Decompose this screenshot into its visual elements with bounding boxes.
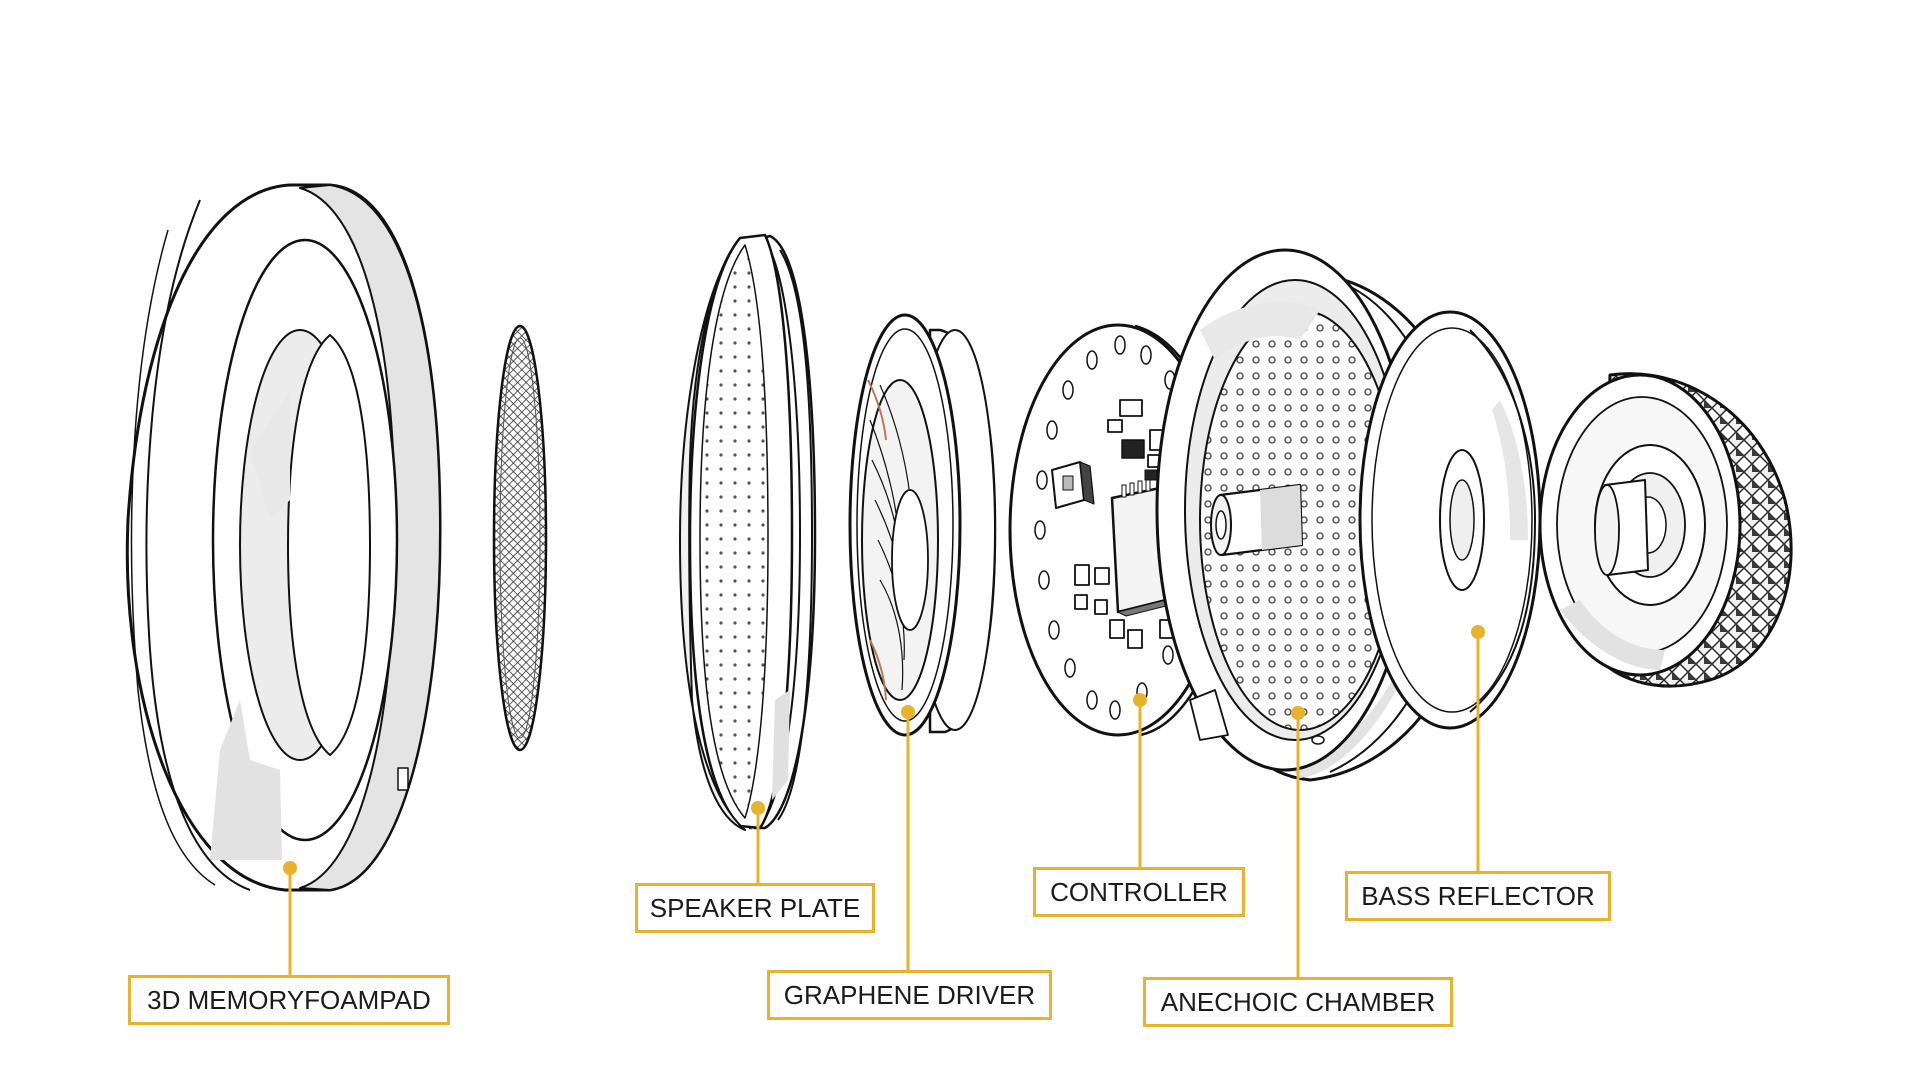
label-graphene-driver: GRAPHENE DRIVER (767, 970, 1052, 1020)
marker-dot-controller (1133, 693, 1147, 707)
speaker-plate-illustration (679, 233, 817, 831)
leader-lines (283, 625, 1485, 980)
label-bass-reflector: BASS REFLECTOR (1345, 871, 1611, 921)
label-memory-foam-pad: 3D MEMORYFOAMPAD (128, 975, 450, 1025)
memory-foam-pad-illustration (125, 183, 442, 892)
label-controller: CONTROLLER (1033, 867, 1245, 917)
marker-dot-foam-pad (283, 861, 297, 875)
label-speaker-plate: SPEAKER PLATE (635, 883, 875, 933)
marker-dot-anechoic-chamber (1291, 706, 1305, 720)
mesh-disc-illustration (492, 324, 548, 752)
knurled-knob-illustration (1538, 372, 1793, 688)
label-anechoic-chamber: ANECHOIC CHAMBER (1143, 977, 1453, 1027)
bass-reflector-illustration (1358, 310, 1542, 730)
graphene-driver-illustration (848, 313, 997, 737)
marker-dot-bass-reflector (1471, 625, 1485, 639)
marker-dot-graphene-driver (901, 705, 915, 719)
marker-dot-speaker-plate (751, 801, 765, 815)
